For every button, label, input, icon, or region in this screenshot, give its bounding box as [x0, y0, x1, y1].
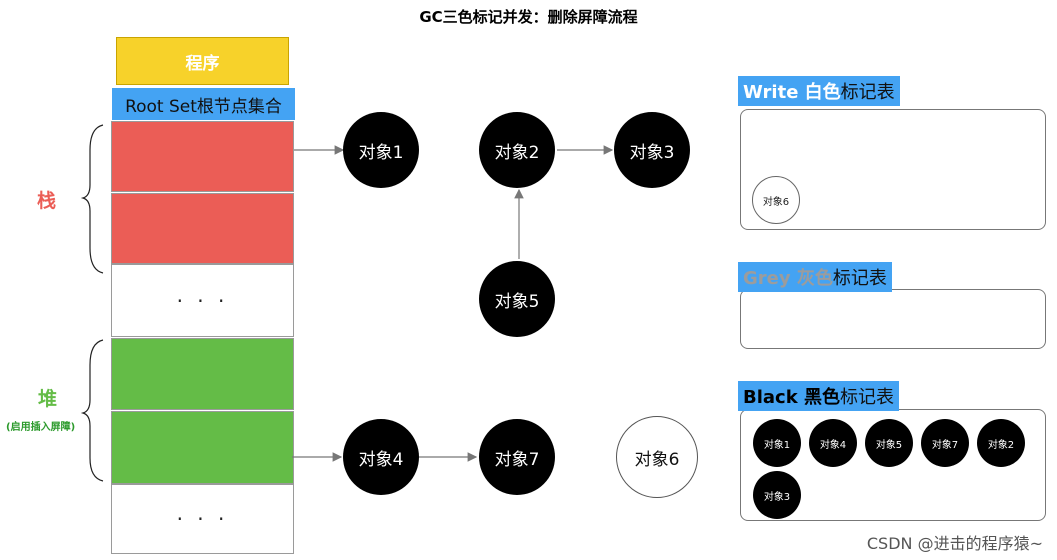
- stack-label: 栈: [37, 190, 57, 212]
- diagram-title: GC三色标记并发：删除屏障流程: [419, 8, 638, 26]
- black-table-header-en: Black 黑色: [743, 387, 840, 408]
- node-object-3: 对象3: [614, 112, 690, 188]
- stack-brace: [80, 124, 104, 274]
- node-object-4: 对象4: [343, 419, 419, 495]
- black-table-header-suffix: 标记表: [839, 387, 894, 408]
- heap-cell-1: [111, 338, 294, 410]
- node-object-2: 对象2: [479, 112, 555, 188]
- watermark-text: CSDN @进击的程序猿~: [866, 534, 1043, 553]
- black-item-object-3: 对象3: [753, 471, 801, 519]
- black-item-object-7: 对象7: [921, 419, 969, 467]
- grey-table-box: [740, 289, 1046, 349]
- heap-brace: [80, 339, 104, 482]
- heap-label: 堆: [38, 388, 58, 410]
- stack-cell-2: [111, 193, 294, 264]
- black-item-object-1: 对象1: [753, 419, 801, 467]
- black-table-header: Black 黑色 标记表: [738, 381, 899, 411]
- white-item-object-6: 对象6: [752, 176, 800, 224]
- root-set-header: Root Set根节点集合: [112, 88, 295, 120]
- grey-table-header: Grey 灰色 标记表: [738, 262, 892, 292]
- program-box: 程序: [116, 37, 289, 85]
- white-table-header-suffix: 标记表: [840, 82, 895, 103]
- stack-cell-1: [111, 121, 294, 192]
- black-item-object-4: 对象4: [809, 419, 857, 467]
- ellipsis-text-2: · · ·: [176, 507, 229, 531]
- grey-table-header-en: Grey 灰色: [743, 268, 833, 289]
- black-item-object-2: 对象2: [977, 419, 1025, 467]
- grey-table-header-suffix: 标记表: [832, 268, 887, 289]
- node-object-1: 对象1: [343, 112, 419, 188]
- heap-cell-ellipsis: · · ·: [111, 484, 294, 554]
- node-object-7: 对象7: [479, 419, 555, 495]
- stack-cell-ellipsis: · · ·: [111, 264, 294, 337]
- node-object-5: 对象5: [479, 261, 555, 337]
- node-object-6: 对象6: [616, 416, 698, 498]
- heap-cell-2: [111, 411, 294, 484]
- ellipsis-text: · · ·: [176, 288, 229, 313]
- white-table-header: Write 白色 标记表: [738, 76, 900, 106]
- heap-sub-label: (启用插入屏障): [6, 422, 76, 433]
- black-item-object-5: 对象5: [865, 419, 913, 467]
- white-table-header-en: Write 白色: [743, 82, 841, 103]
